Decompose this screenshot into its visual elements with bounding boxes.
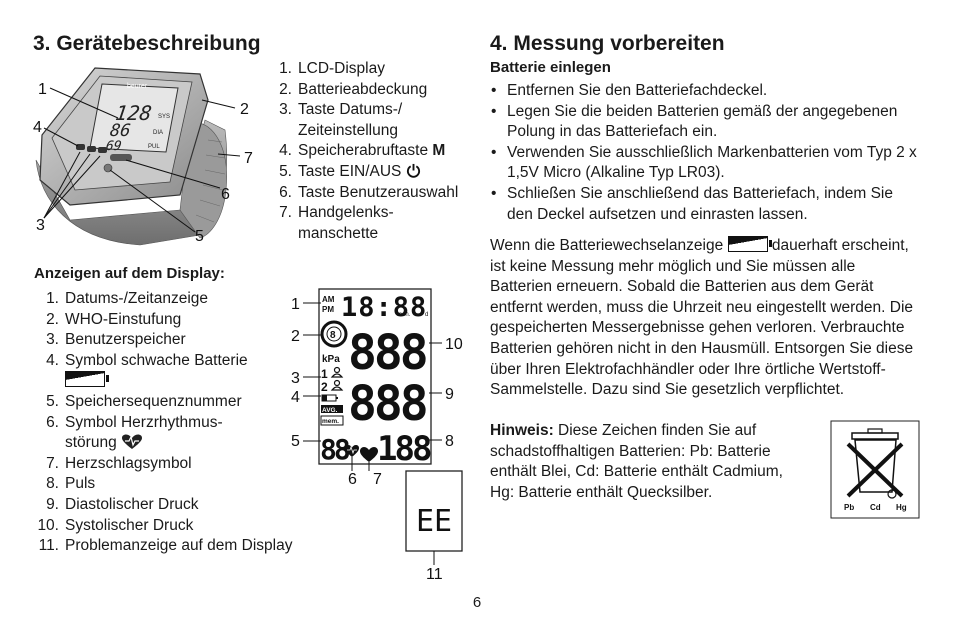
- list-item: 11.Problemanzeige auf dem Display: [38, 537, 293, 555]
- hint-label: Hinweis:: [490, 422, 554, 439]
- list-item: Schließen Sie anschließend das Batterief…: [491, 184, 921, 225]
- lcd-am: AM: [322, 295, 335, 304]
- list-item: 8.Puls: [46, 475, 96, 493]
- lcd-day: d: [425, 312, 428, 318]
- lcd-callout-8: 8: [445, 433, 454, 450]
- lcd-error: EE: [416, 504, 452, 539]
- hint-paragraph: Hinweis: Diese Zeichen finden Sie auf sc…: [490, 422, 783, 501]
- user-icon: [333, 366, 341, 374]
- lcd-callout-9: 9: [445, 386, 454, 403]
- arrhythmia-heart-icon: [122, 434, 143, 450]
- device-illustration: beurer 128 86 69 SYS DIA PUL 1 2 4 7 6 3…: [33, 67, 253, 246]
- list-item: 2.Batterieabdeckung: [279, 80, 428, 98]
- lcd-callout-7: 7: [373, 471, 382, 488]
- battery-change-icon: [727, 236, 772, 252]
- user-icon: [333, 379, 341, 387]
- lcd-who-digit: 8: [330, 330, 336, 341]
- list-item: Verwenden Sie ausschließlich Markenbatte…: [491, 143, 921, 184]
- lcd-avg: AVG.: [322, 407, 338, 414]
- device-callout-1: 1: [38, 81, 47, 98]
- device-lcd-sys-label: SYS: [158, 114, 170, 120]
- lcd-mem-badge: [320, 415, 344, 426]
- list-item: 9.Diastolischer Druck: [46, 495, 199, 513]
- lcd-dia: 888: [348, 376, 426, 432]
- list-item: 7.Handgelenks-: [279, 204, 394, 222]
- device-button-user: [110, 154, 132, 161]
- symbol-hg: Hg: [896, 503, 907, 512]
- power-icon: [406, 163, 420, 178]
- subheading-battery: Batterie einlegen: [490, 59, 611, 76]
- lcd-pulse: 188: [377, 429, 431, 469]
- lcd-callout-10: 10: [445, 336, 463, 353]
- device-button-set: [87, 146, 96, 152]
- device-lcd-pul-label: PUL: [148, 144, 160, 150]
- list-item: 1.LCD-Display: [279, 60, 385, 77]
- page-number: 6: [472, 594, 482, 611]
- device-callout-7: 7: [244, 150, 253, 167]
- crossed-bin-icon: Pb Cd Hg: [830, 420, 920, 519]
- lcd-pm: PM: [322, 305, 334, 314]
- device-lcd-dia-label: DIA: [153, 130, 163, 136]
- device-callout-5: 5: [195, 228, 204, 245]
- list-item: 10.Systolischer Druck: [37, 516, 194, 534]
- list-item: 3.Taste Datums-/: [279, 101, 403, 119]
- lcd-heart-icon: [360, 447, 378, 462]
- list-item: manschette: [298, 224, 379, 242]
- list-item: Entfernen Sie den Batteriefachdeckel.: [491, 81, 921, 102]
- device-callout-3: 3: [36, 217, 45, 234]
- lcd-diagram: AM PM 18:88 mon. d 8 kPa 888 1 2 AVG. me…: [291, 288, 463, 583]
- device-button-set2: [98, 147, 107, 153]
- memory-key-label: M: [432, 142, 446, 160]
- list-item: [35, 371, 315, 392]
- lcd-mon: mon.: [397, 312, 411, 318]
- list-item: 6.Symbol Herzrhythmus-: [46, 413, 223, 431]
- display-heading: Anzeigen auf dem Display:: [34, 265, 225, 282]
- symbol-pb: Pb: [844, 503, 854, 512]
- list-item: 6.Taste Benutzerauswahl: [279, 183, 459, 201]
- device-callout-4: 4: [33, 119, 42, 136]
- lcd-error-frame: [405, 470, 463, 552]
- list-item: störung: [35, 433, 315, 454]
- display-items-list: 1.Datums-/Zeitanzeige 2.WHO-Einstufung 3…: [35, 289, 315, 557]
- lcd-mem: mem.: [322, 418, 339, 425]
- device-button-m: [76, 144, 85, 150]
- device-callout-6: 6: [221, 186, 230, 203]
- list-item: 5.Taste EIN/AUS: [268, 162, 478, 183]
- lcd-callout-5: 5: [291, 433, 300, 450]
- lcd-avg-badge: [321, 405, 343, 413]
- list-item: 2.WHO-Einstufung: [46, 310, 182, 328]
- device-parts-list: 1.LCD-Display 2.Batterieabdeckung 3.Tast…: [268, 59, 478, 244]
- device-lcd-dia: 86: [109, 121, 132, 141]
- list-item: 4.Symbol schwache Batterie: [46, 351, 248, 369]
- lcd-time: 18:88: [341, 292, 427, 323]
- list-item: Legen Sie die beiden Batterien gemäß der…: [491, 102, 921, 143]
- section-title-device: 3. Gerätebeschreibung: [33, 32, 261, 55]
- lcd-callout-2: 2: [291, 328, 300, 345]
- lcd-kpa: kPa: [322, 354, 340, 365]
- list-item: 4.Speicherabruftaste M: [279, 142, 446, 160]
- lcd-callout-6: 6: [348, 471, 357, 488]
- lcd-user1: 1: [321, 367, 328, 381]
- list-item: 7.Herzschlagsymbol: [46, 454, 192, 472]
- symbol-cd: Cd: [870, 503, 881, 512]
- device-lcd-sys: 128: [114, 101, 153, 125]
- list-item: 5.Speichersequenznummer: [46, 392, 242, 410]
- lcd-callout-1: 1: [291, 296, 300, 313]
- device-callout-2: 2: [240, 101, 249, 118]
- low-battery-icon: [65, 371, 109, 388]
- section-title-prepare: 4. Messung vorbereiten: [490, 32, 725, 55]
- list-item: Zeiteinstellung: [298, 121, 398, 139]
- battery-steps-list: Entfernen Sie den Batteriefachdeckel. Le…: [491, 81, 921, 225]
- device-brand: beurer: [127, 83, 148, 90]
- lcd-who-ring: [320, 320, 348, 348]
- lcd-callout-3: 3: [291, 370, 300, 387]
- battery-paragraph: Wenn die Batteriewechselanzeige dauerhaf…: [490, 236, 914, 399]
- list-item: 1.Datums-/Zeitanzeige: [46, 290, 209, 307]
- lcd-callout-11: 11: [426, 566, 443, 583]
- list-item: 3.Benutzerspeicher: [46, 331, 186, 349]
- lcd-callout-4: 4: [291, 389, 300, 406]
- lcd-sys: 888: [348, 325, 426, 381]
- device-lcd-pul: 69: [105, 139, 123, 154]
- lcd-user2: 2: [321, 380, 328, 394]
